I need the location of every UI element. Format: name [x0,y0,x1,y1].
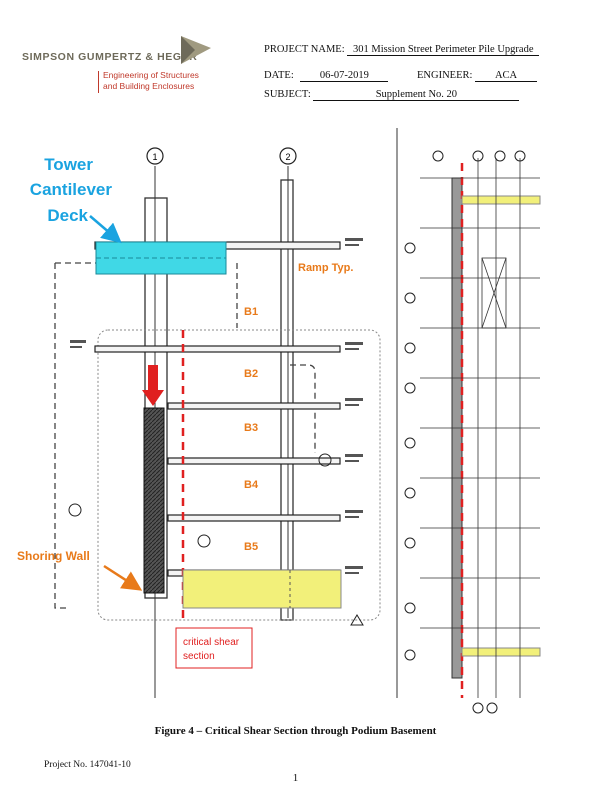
section-marker-icon [197,534,211,548]
logo-mark-icon [181,36,211,64]
grid-bubble-left-label: 1 [152,152,157,162]
subject-value: Supplement No. 20 [313,89,520,101]
tower-columns [144,179,294,621]
company-name: SIMPSON GUMPERTZ & HEGER [22,51,198,63]
critical-shear-box [175,627,253,669]
section-marker-icon [318,453,332,467]
section-drawing: 1 2 [17,128,541,714]
level-label-b4: B4 [244,479,259,491]
project-name-row: PROJECT NAME: 301 Mission Street Perimet… [264,44,540,56]
grid-bubble-right [279,147,297,165]
company-tagline: Engineering of Structures and Building E… [103,70,199,91]
tower-deck-label: Tower Cantilever Deck [30,155,113,225]
engineer-label: ENGINEER: [417,70,473,81]
project-name-value: 301 Mission Street Perimeter Pile Upgrad… [347,44,540,56]
level-label-b1: B1 [244,306,258,318]
date-label: DATE: [264,70,294,81]
grid-bubble-right-label: 2 [285,152,290,162]
project-name-label: PROJECT NAME: [264,44,345,55]
ramp-label: Ramp Typ. [298,262,353,274]
svg-text:Deck: Deck [47,206,88,225]
shoring-wall [143,407,165,594]
subject-label: SUBJECT: [264,89,311,100]
shoring-wall-arrow [103,564,143,591]
level-label-b5: B5 [244,541,258,553]
svg-text:Tower: Tower [44,155,93,174]
revision-triangle-icon [350,614,364,626]
elevation-panel [396,128,541,714]
date-value: 06-07-2019 [300,70,389,82]
level-tags [70,238,363,574]
critical-shear-label-line1: critical shear [183,637,240,648]
section-marker-icon [68,503,82,517]
figure-caption: Figure 4 – Critical Shear Section throug… [154,725,437,737]
podium-outline [97,329,381,621]
critical-shear-label-line2: section [183,651,215,662]
level-label-b3: B3 [244,422,258,434]
level-label-b2: B2 [244,368,258,380]
subject-row: SUBJECT: Supplement No. 20 [264,89,520,101]
floor-slabs [94,241,341,577]
tower-deck-arrow [89,215,122,244]
project-number: Project No. 147041-10 [44,760,131,770]
date-row: DATE: 06-07-2019 ENGINEER: ACA [264,70,538,82]
grid-bubble-left [146,147,164,165]
logo-divider [98,71,99,93]
load-arrow-icon [142,365,164,406]
engineer-value: ACA [475,70,538,82]
shoring-wall-label: Shoring Wall [17,549,90,563]
svg-text:Cantilever: Cantilever [30,180,113,199]
page-number: 1 [292,772,299,784]
mat-foundation-highlight [182,569,342,609]
dashed-outline-left [54,263,67,609]
